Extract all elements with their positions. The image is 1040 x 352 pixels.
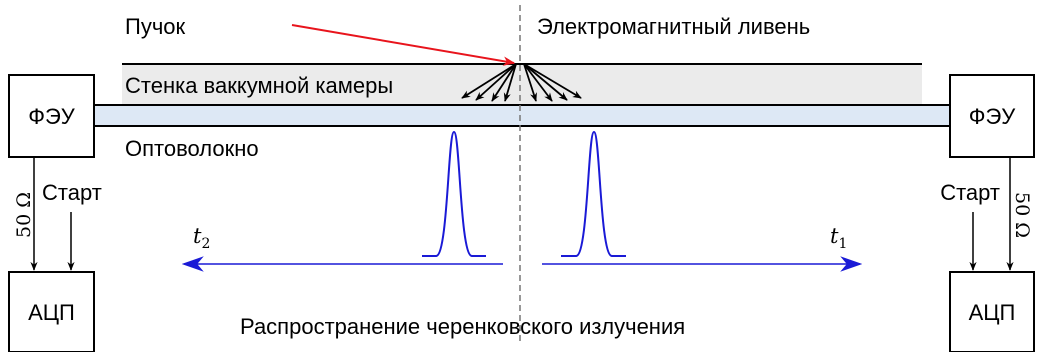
start-left-label: Старт	[42, 180, 102, 205]
beam-label: Пучок	[125, 14, 186, 39]
propagation-label: Распространение черенковского излучения	[240, 314, 685, 339]
chamber-wall-label: Стенка ваккумной камеры	[125, 73, 393, 98]
pmt-right-box	[949, 74, 1035, 158]
adc-right-box	[949, 271, 1035, 352]
time-label-t2: t2	[193, 224, 210, 252]
adc-left-label: АЦП	[28, 300, 75, 325]
adc-left-box	[8, 271, 95, 352]
pulse-right	[561, 130, 626, 257]
beam-arrow	[291, 24, 516, 66]
fiber-label: Оптоволокно	[125, 136, 259, 161]
cable-left-label: 50 Ω	[13, 192, 35, 238]
chamber-wall	[122, 64, 922, 105]
pmt-left-box	[8, 74, 95, 158]
optical-fiber	[93, 104, 951, 127]
shower-label: Электромагнитный ливень	[537, 14, 810, 39]
adc-right-label: АЦП	[969, 300, 1016, 325]
cable-right-label: 50 Ω	[1011, 192, 1033, 238]
pulse-left	[422, 130, 486, 257]
time-label-t1: t1	[830, 224, 847, 252]
pmt-right-label: ФЭУ	[969, 104, 1017, 129]
shower-arrows	[461, 63, 582, 102]
pmt-left-label: ФЭУ	[28, 104, 76, 129]
start-right-label: Старт	[940, 180, 1000, 205]
